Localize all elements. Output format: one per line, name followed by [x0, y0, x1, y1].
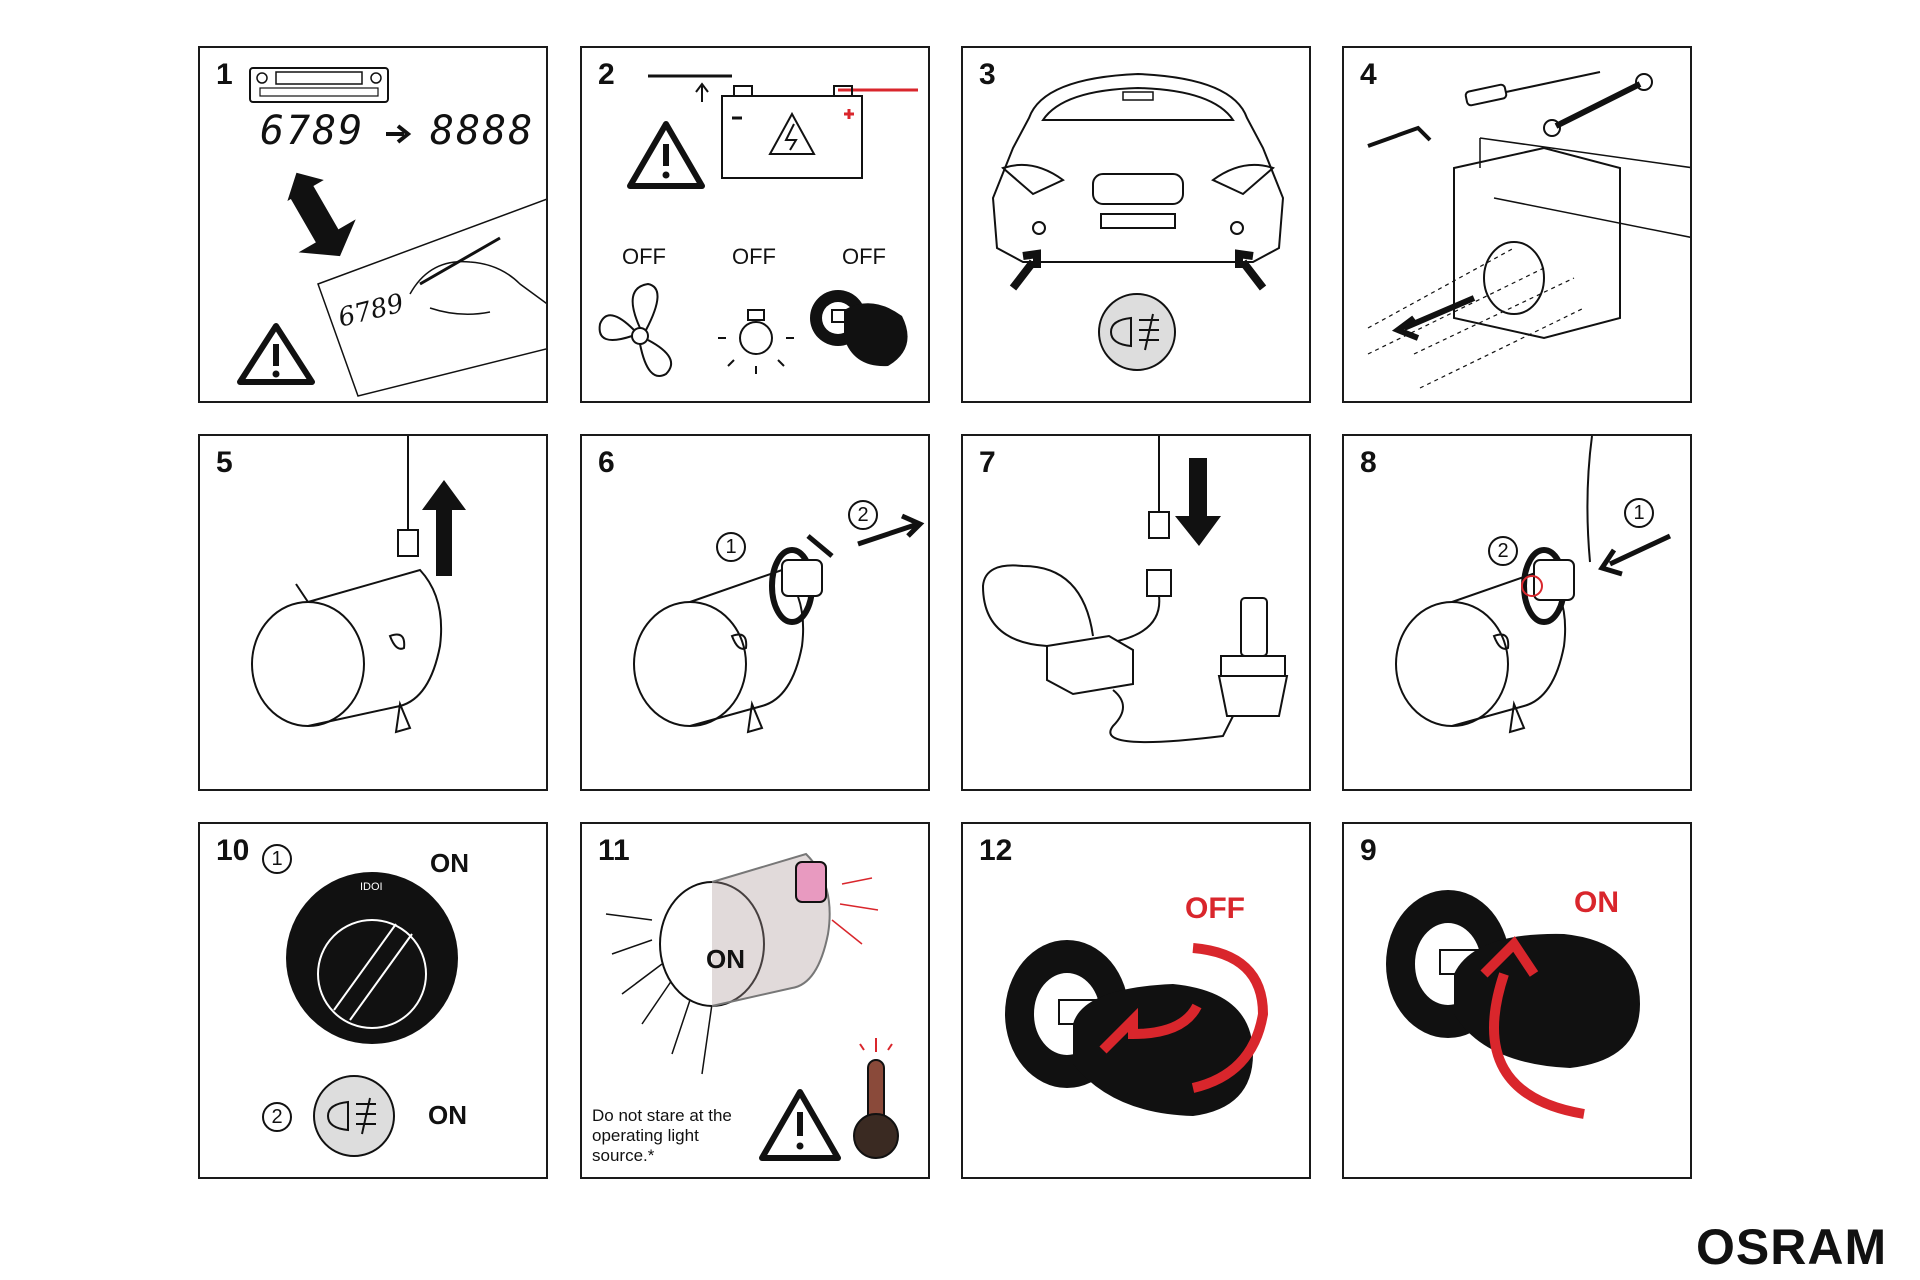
fog-on-label: ON	[428, 1100, 467, 1130]
step-marker-2: 2	[1488, 536, 1518, 566]
step-3-panel: 3	[961, 46, 1311, 403]
tools-icon	[1367, 71, 1690, 389]
warning-note: Do not stare at the operating light sour…	[592, 1106, 732, 1165]
key-state-label: ON	[1574, 886, 1619, 919]
fog-light-icon	[313, 1075, 395, 1157]
step-number: 10	[216, 834, 250, 867]
warning-icon	[759, 1089, 841, 1161]
code-before: 6789	[260, 108, 365, 154]
step-9-panel: 9 ON	[1342, 822, 1692, 1179]
lamp-on-label: ON	[706, 944, 745, 974]
step-number: 6	[598, 446, 615, 479]
step-marker-1: 1	[262, 844, 292, 874]
step-6-panel: 6 1 2	[580, 434, 930, 791]
thermometer-icon	[853, 1038, 899, 1159]
light-switch-icon: IDOI	[286, 872, 458, 1044]
step-10-panel: 10 1 ON IDOI 2 ON	[198, 822, 548, 1179]
warning-icon	[237, 323, 315, 385]
step-2-panel: 2 OFF OFF OFF	[580, 46, 930, 403]
step-marker-1: 1	[716, 532, 746, 562]
step-number: 2	[598, 58, 615, 91]
lamp-housing-icon	[605, 852, 879, 1075]
car-icon	[991, 72, 1285, 291]
ignition-off-label: OFF	[842, 244, 886, 269]
step-8-panel: 8 1 2	[1342, 434, 1692, 791]
step-number: 9	[1360, 834, 1377, 867]
radio-icon	[249, 67, 546, 397]
brand-logo: OSRAM	[1696, 1219, 1888, 1275]
step-11-panel: 11 ON Do not stare at the operating ligh…	[580, 822, 930, 1179]
step-number: 5	[216, 446, 233, 479]
step-1-panel: 1 6789 8888 6789	[198, 46, 548, 403]
step-marker-2: 2	[262, 1102, 292, 1132]
code-after: 8888	[430, 108, 535, 154]
step-number: 11	[598, 834, 630, 867]
step-12-panel: 12 OFF	[961, 822, 1311, 1179]
light-off-label: OFF	[732, 244, 776, 269]
step-7-panel: 7	[961, 434, 1311, 791]
step-number: 3	[979, 58, 996, 91]
step-number: 4	[1360, 58, 1377, 91]
ignition-key-icon	[810, 290, 908, 367]
key-state-label: OFF	[1185, 892, 1245, 925]
ignition-key-icon	[1386, 890, 1640, 1119]
step-marker-2: 2	[848, 500, 878, 530]
fan-off-label: OFF	[622, 244, 666, 269]
ignition-key-icon	[1005, 940, 1269, 1116]
switch-on-label: ON	[430, 848, 469, 878]
warning-icon	[627, 121, 705, 189]
lamp-housing-icon	[633, 513, 925, 734]
fog-light-icon	[1098, 293, 1176, 371]
battery-icon	[648, 74, 918, 179]
step-number: 12	[979, 834, 1013, 867]
step-marker-1: 1	[1624, 498, 1654, 528]
lamp-housing-icon	[1395, 436, 1672, 734]
step-number: 1	[216, 58, 233, 91]
step-number: 7	[979, 446, 996, 479]
step-4-panel: 4	[1342, 46, 1692, 403]
switch-position-labels: IDOI	[360, 881, 383, 893]
step-5-panel: 5	[198, 434, 548, 791]
fan-icon	[598, 282, 672, 377]
lamp-housing-icon	[251, 436, 466, 734]
led-bulb-icon	[981, 436, 1289, 744]
light-icon	[718, 309, 794, 374]
step-number: 8	[1360, 446, 1377, 479]
